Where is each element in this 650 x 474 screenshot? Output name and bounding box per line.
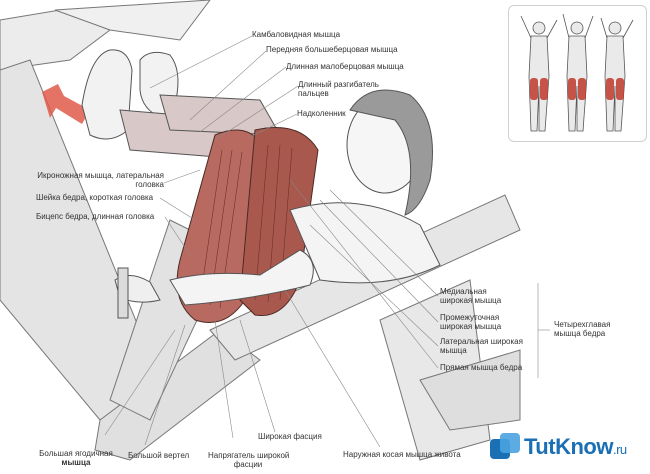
label-extensor-digitorum: Длинный разгибатель пальцев [298, 80, 379, 98]
label-gluteus-maximus-line2: мышца [61, 458, 91, 467]
label-greater-trochanter: Большой вертел [128, 451, 190, 460]
label-rectus-femoris: Прямая мышца бедра [440, 363, 523, 372]
label-tfl-line2: фасции [233, 460, 263, 469]
label-tibialis-anterior: Передняя большеберцовая мышца [266, 45, 398, 54]
logo-mark-icon [490, 433, 520, 459]
label-vastus-medialis-line2: широкая мышца [440, 296, 502, 305]
label-fascia-lata: Широкая фасция [258, 432, 322, 441]
muscle-figures-icon [520, 13, 634, 132]
label-vastus-intermedius: Промежуточная широкая мышца [440, 313, 501, 331]
label-patella: Надколенник [297, 109, 346, 118]
inset-figures [508, 5, 647, 142]
label-peroneus-longus: Длинная малоберцовая мышца [286, 62, 404, 71]
label-extensor-digitorum-line2: пальцев [298, 89, 329, 98]
label-gluteus-maximus-line1: Большая ягодичная [39, 449, 113, 458]
label-vastus-lateralis: Латеральная широкая мышца [440, 337, 523, 355]
logo-name: TutKnow [524, 434, 613, 459]
label-quadriceps-line2: мышца бедра [554, 329, 606, 338]
logo-suffix: .ru [612, 442, 627, 457]
label-extensor-digitorum-line1: Длинный разгибатель [298, 80, 379, 89]
label-biceps-long: Бицепс бедра, длинная головка [36, 212, 155, 221]
direction-arrow [42, 84, 90, 124]
label-gastrocnemius-line1: Икроножная мышца, латеральная [37, 171, 164, 180]
label-vastus-intermedius-line1: Промежуточная [440, 313, 500, 322]
label-gastrocnemius: Икроножная мышца, латеральная головка [36, 171, 164, 189]
label-quadriceps: Четырехглавая мышца бедра [554, 320, 610, 338]
label-vastus-medialis: Медиальная широкая мышца [440, 287, 501, 305]
label-external-oblique: Наружная косая мышца живота [343, 450, 461, 459]
label-tfl: Напрягатель широкой фасции [208, 451, 290, 469]
label-vastus-lateralis-line2: мышца [440, 346, 467, 355]
label-vastus-medialis-line1: Медиальная [440, 287, 487, 296]
label-vastus-lateralis-line1: Латеральная широкая [440, 337, 523, 346]
label-quadriceps-line1: Четырехглавая [554, 320, 611, 329]
label-tfl-line1: Напрягатель широкой [208, 451, 290, 460]
label-gluteus-maximus: Большая ягодичная мышца [36, 449, 116, 467]
label-biceps-short: Шейка бедра, короткая головка [36, 193, 154, 202]
site-logo[interactable]: TutKnow.ru [488, 428, 648, 468]
logo-text: TutKnow.ru [524, 434, 627, 460]
label-vastus-intermedius-line2: широкая мышца [440, 322, 502, 331]
label-soleus: Камбаловидная мышца [252, 30, 341, 39]
label-gastrocnemius-line2: головка [135, 180, 164, 189]
